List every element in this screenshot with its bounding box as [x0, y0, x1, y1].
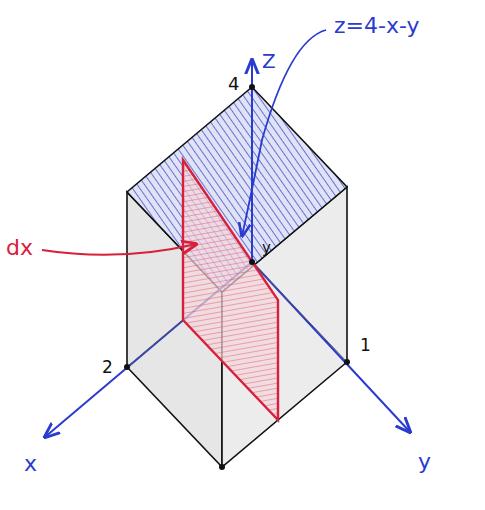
axis-value: 4	[228, 74, 239, 94]
slice	[183, 160, 278, 420]
axis-point	[249, 84, 255, 90]
axis-point	[124, 364, 130, 370]
point-label: y	[262, 240, 271, 257]
axis-point	[219, 464, 225, 470]
axis-value: 1	[360, 336, 371, 355]
axis-name: Z	[262, 50, 276, 72]
slice-label: dx	[6, 236, 33, 260]
axis-name: x	[24, 452, 37, 476]
axis-point	[344, 359, 350, 365]
axis-name: y	[418, 450, 431, 474]
leader-line	[242, 30, 326, 236]
surface-equation: z=4-x-y	[334, 14, 420, 38]
z-axis	[251, 60, 253, 262]
leader-line	[42, 244, 196, 255]
axis-point	[249, 259, 255, 265]
axis-value: 2	[102, 358, 113, 377]
